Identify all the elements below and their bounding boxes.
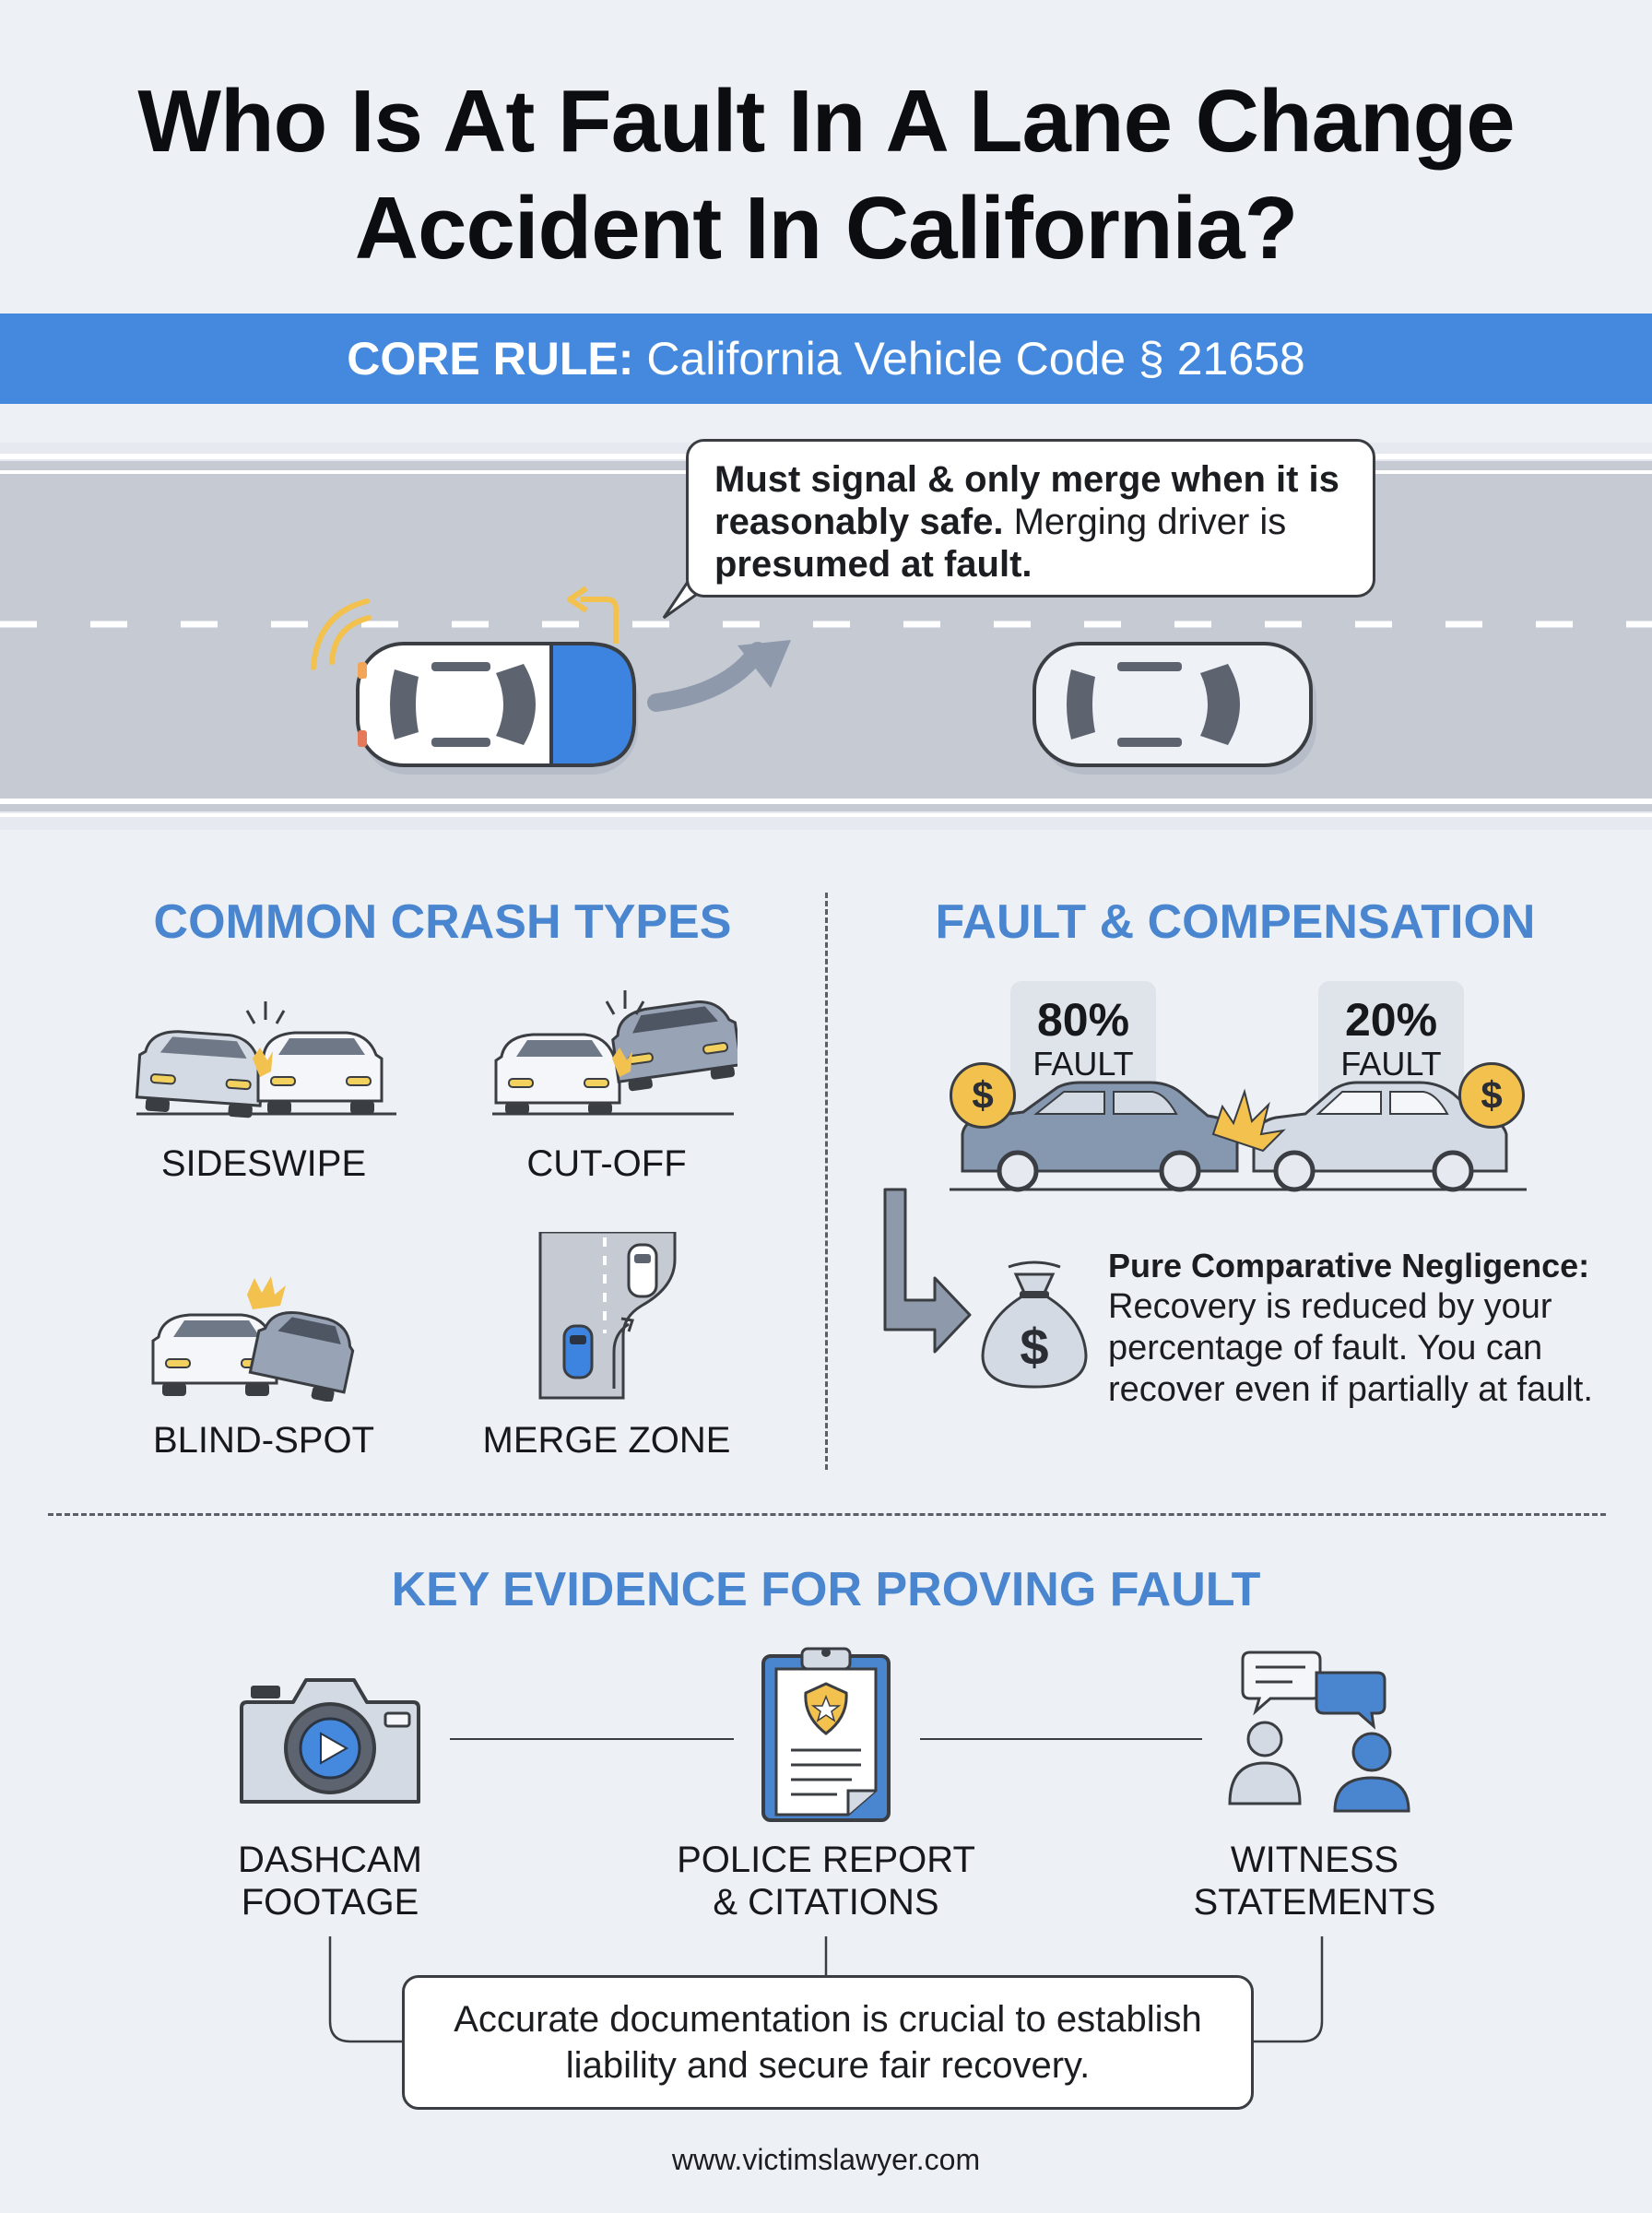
other-car-icon	[1032, 642, 1316, 775]
right-car-icon	[1252, 1081, 1508, 1192]
police-report-icon	[761, 1647, 891, 1822]
crash-types-heading: COMMON CRASH TYPES	[153, 895, 732, 949]
turn-signal-icon	[329, 615, 372, 665]
fault-heading: FAULT & COMPENSATION	[935, 895, 1536, 949]
documentation-note: Accurate documentation is crucial to est…	[402, 1975, 1254, 2110]
turn-arrow-icon	[581, 597, 619, 644]
core-rule-banner: CORE RULE: California Vehicle Code § 216…	[0, 314, 1652, 404]
coin-right-symbol: $	[1481, 1073, 1503, 1117]
crash-label-blind-spot: BLIND-SPOT	[152, 1420, 375, 1461]
evidence-label-dashcam: DASHCAM FOOTAGE	[146, 1839, 514, 1923]
title-line-1: Who Is At Fault In A Lane Change	[137, 72, 1515, 171]
evidence-police-line1: POLICE REPORT	[677, 1840, 975, 1880]
merge-zone-icon	[538, 1232, 677, 1400]
coin-left-symbol: $	[972, 1073, 994, 1117]
evidence-police-line2: & CITATIONS	[713, 1882, 939, 1923]
down-right-arrow-icon	[883, 1188, 972, 1354]
merging-car-icon	[356, 642, 638, 775]
blind-spot-icon	[151, 1276, 355, 1402]
fault-right-label: FAULT	[1340, 1045, 1442, 1083]
fault-right-pct: 20%	[1344, 994, 1438, 1046]
sideswipe-icon	[135, 1001, 396, 1118]
fault-cars-scene	[950, 1081, 1527, 1192]
evidence-dashcam-line1: DASHCAM	[237, 1840, 423, 1880]
column-divider	[825, 893, 828, 1470]
fault-left-pct: 80%	[1036, 994, 1130, 1046]
page-title: Who Is At Fault In A Lane Change Acciden…	[0, 68, 1652, 282]
connector-line-1	[450, 1738, 734, 1740]
evidence-heading: KEY EVIDENCE FOR PROVING FAULT	[391, 1563, 1261, 1616]
evidence-label-witness: WITNESS STATEMENTS	[1130, 1839, 1499, 1923]
left-car-icon	[961, 1081, 1239, 1192]
dashcam-icon	[240, 1678, 420, 1804]
title-line-2: Accident In California?	[354, 179, 1298, 278]
coin-left-icon: $	[950, 1062, 1016, 1129]
negligence-text-block: Pure Comparative Negligence: Recovery is…	[1108, 1245, 1624, 1411]
section-divider	[48, 1513, 1606, 1516]
callout-bold-2: presumed at fault.	[714, 544, 1032, 585]
evidence-witness-line2: STATEMENTS	[1193, 1882, 1436, 1923]
rule-callout: Must signal & only merge when it is reas…	[686, 439, 1375, 598]
negligence-body: Recovery is reduced by your percentage o…	[1108, 1287, 1593, 1409]
evidence-witness-line1: WITNESS	[1230, 1840, 1399, 1880]
negligence-title: Pure Comparative Negligence:	[1108, 1247, 1590, 1284]
callout-normal: Merging driver is	[1003, 502, 1287, 542]
evidence-dashcam-line2: FOOTAGE	[241, 1882, 419, 1923]
cut-off-icon	[492, 990, 738, 1116]
connector-line-2	[920, 1738, 1202, 1740]
coin-right-icon: $	[1458, 1062, 1525, 1129]
witness-icon	[1228, 1651, 1410, 1813]
fault-left-label: FAULT	[1032, 1045, 1134, 1083]
core-rule-label: CORE RULE:	[347, 333, 634, 385]
impact-icon	[1211, 1088, 1286, 1153]
crash-label-cut-off: CUT-OFF	[526, 1143, 687, 1184]
core-rule-text: California Vehicle Code § 21658	[646, 333, 1305, 385]
crash-label-sideswipe: SIDESWIPE	[160, 1143, 367, 1184]
crash-label-merge-zone: MERGE ZONE	[482, 1420, 731, 1461]
callout-bold-1: Must signal & only merge when it is reas…	[714, 459, 1339, 542]
evidence-label-police: POLICE REPORT & CITATIONS	[642, 1839, 1010, 1923]
money-bag-icon: $	[981, 1260, 1088, 1389]
money-bag-symbol: $	[1020, 1318, 1048, 1376]
footer-url[interactable]: www.victimslawyer.com	[671, 2143, 981, 2176]
evidence-bracket	[328, 1936, 1324, 2043]
